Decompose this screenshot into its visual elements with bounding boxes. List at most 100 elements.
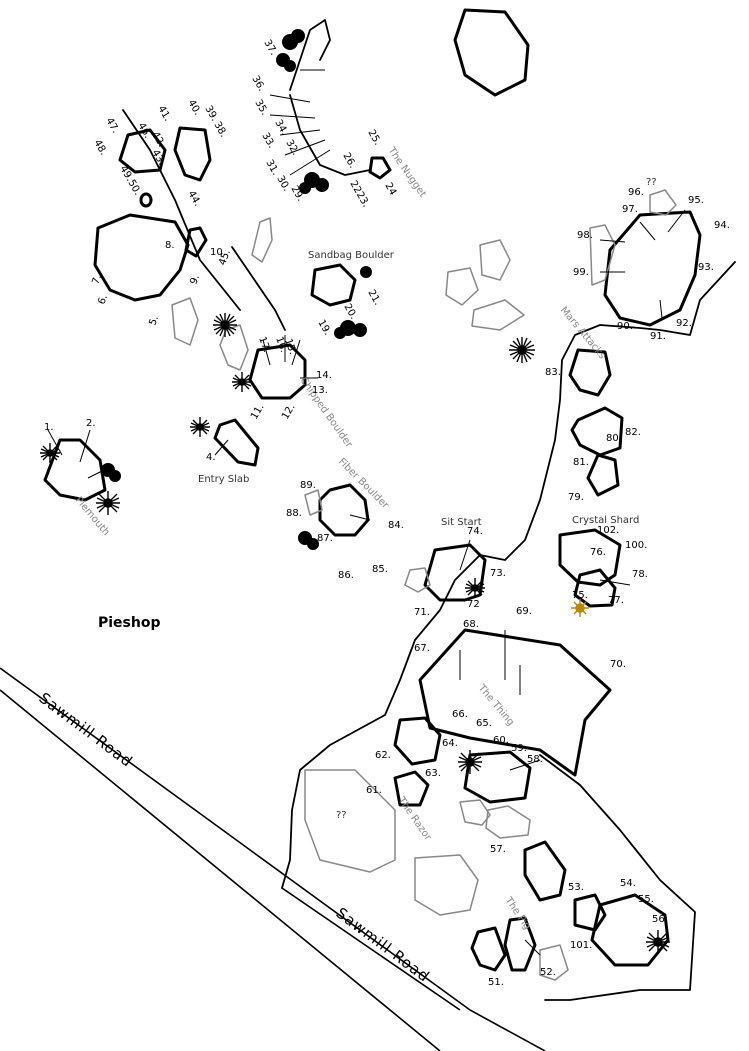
- problem-number: 51.: [488, 977, 504, 988]
- problem-number: 24: [382, 181, 398, 198]
- sun-marker-icon: [571, 599, 589, 617]
- problem-number: 63.: [425, 768, 441, 779]
- problem-number: 54.: [620, 878, 636, 889]
- bush: [299, 172, 329, 194]
- boulder-51: [470, 926, 507, 972]
- problem-number: 41.: [155, 104, 172, 123]
- problem-number: 64.: [442, 738, 458, 749]
- shrub-icon: [190, 417, 210, 437]
- problem-number: 33.: [259, 131, 276, 150]
- boulder-54-56: [590, 893, 670, 967]
- problem-number: 100.: [625, 540, 647, 551]
- problem-number: 62.: [375, 750, 391, 761]
- problem-number: 84.: [388, 520, 404, 531]
- problem-number: 44.: [185, 189, 202, 208]
- problem-number: 57.: [490, 844, 506, 855]
- boulder-58-60: [463, 750, 532, 804]
- the-pig-boulder: [503, 916, 537, 972]
- unknown-mark: ??: [646, 177, 657, 188]
- boulder-83: [568, 348, 612, 397]
- problem-number: 7.: [90, 273, 104, 286]
- problem-number: 9.: [188, 273, 202, 286]
- road-label-upper: Sawmill Road: [36, 689, 137, 771]
- bush: [334, 320, 367, 339]
- problem-number: 67.: [414, 643, 430, 654]
- problem-number: 8.: [165, 240, 175, 251]
- problem-number: 45.: [217, 248, 233, 267]
- problem-number: 91.: [650, 331, 666, 342]
- problem-number: 94.: [714, 220, 730, 231]
- problem-number: 59.: [511, 743, 527, 754]
- boulder-75-77: [573, 568, 617, 608]
- problem-number: 25.: [365, 128, 382, 147]
- problem-number: 83.: [545, 367, 561, 378]
- bush: [360, 266, 372, 278]
- boulder-53: [573, 893, 607, 932]
- boulder-nugget-small: [368, 156, 392, 180]
- problem-number: 58.: [527, 754, 543, 765]
- problem-number: 76.: [590, 547, 606, 558]
- problem-number: 102.: [597, 525, 619, 536]
- boulder-5-6-7: [93, 213, 190, 302]
- problem-number: 11.: [249, 402, 266, 421]
- problem-number: 36.: [249, 74, 266, 93]
- shrub-icon: [232, 372, 252, 392]
- label-the-razor: The Razor: [395, 795, 434, 844]
- problem-number: 2223.: [347, 179, 371, 209]
- problem-number: 55.: [638, 894, 654, 905]
- sit-start-boulder: [423, 543, 487, 602]
- boulder-79-81: [586, 453, 620, 497]
- problem-number: 79.: [568, 492, 584, 503]
- problem-number: 97.: [622, 204, 638, 215]
- problem-number: 73.: [490, 568, 506, 579]
- piemouth-boulder: [43, 438, 107, 502]
- problem-number: 39.: [202, 104, 219, 123]
- shrub-icon: [40, 443, 60, 463]
- problem-number: 21.: [365, 288, 382, 307]
- problem-number: 10.: [210, 247, 226, 258]
- label-fiber-boulder: Fiber Boulder: [336, 456, 391, 511]
- problem-arrows: [47, 69, 686, 956]
- problem-number: 40.: [185, 98, 202, 117]
- entry-slab-boulder: [213, 418, 260, 467]
- road-label-lower: Sawmill Road: [333, 904, 434, 986]
- problem-number: 35.: [252, 98, 269, 117]
- problem-number: 15.: [282, 337, 298, 356]
- bush: [298, 531, 319, 550]
- problem-number: 13.: [312, 385, 328, 396]
- problem-number: 37.: [261, 38, 278, 57]
- problem-numbers: 1. 2. 3. 4. 5. 6. 7. 8. 9. 10. 11. 12. 1…: [44, 38, 730, 988]
- shrub-icon: [96, 491, 120, 515]
- problem-number: 65.: [476, 718, 492, 729]
- shrub-icon: [465, 578, 485, 598]
- shrub-icon: [646, 930, 670, 954]
- chipped-boulder: [248, 343, 307, 400]
- shrub-icon: [213, 313, 237, 337]
- problem-number: 61.: [366, 785, 382, 796]
- trail-network: [122, 19, 736, 1001]
- boulder-8-9: [184, 226, 208, 258]
- problem-number: 4.: [206, 452, 216, 463]
- problem-number: 90.: [617, 321, 633, 332]
- boulder-46-50: [118, 128, 167, 174]
- problem-number: 1.: [44, 422, 54, 433]
- problem-number: 85.: [372, 564, 388, 575]
- the-razor-boulder: [393, 770, 430, 807]
- mars-attacks-boulder: [603, 210, 702, 327]
- boulder-57: [523, 840, 567, 902]
- problem-number: 53.: [568, 882, 584, 893]
- problem-number: 48.: [91, 138, 108, 157]
- bush: [101, 463, 121, 482]
- problem-number: 31.: [263, 158, 280, 177]
- problem-number: 20.: [341, 302, 358, 321]
- problem-number: 74.: [467, 526, 483, 537]
- problem-number: 88.: [286, 508, 302, 519]
- problem-number: 72: [467, 599, 480, 610]
- sandbag-boulder: [310, 263, 357, 307]
- boulder-small-49: [139, 192, 153, 208]
- boulder-62: [393, 716, 442, 766]
- problem-number: 2.: [86, 418, 96, 429]
- label-sandbag-boulder: Sandbag Boulder: [308, 250, 395, 261]
- problem-number: 5.: [147, 314, 161, 327]
